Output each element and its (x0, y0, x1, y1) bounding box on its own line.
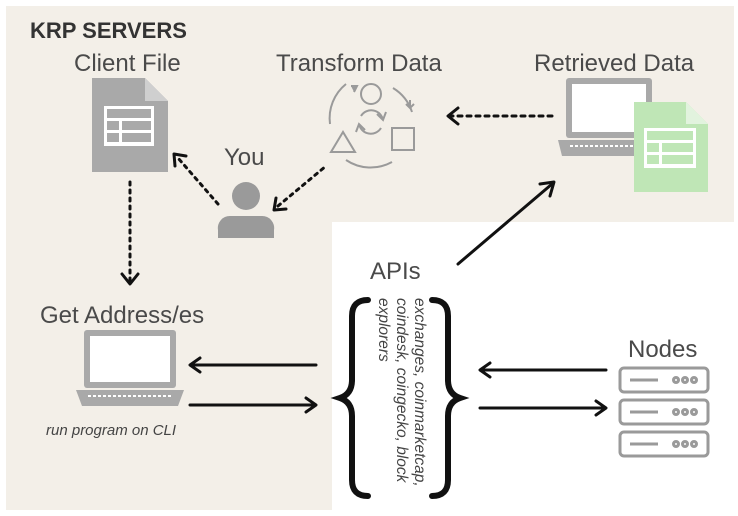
api-sources-line: coindesk, coingecko, block (393, 298, 410, 483)
client-file-label: Client File (74, 50, 181, 77)
client-file-icon (92, 78, 168, 172)
run-program-caption: run program on CLI (46, 422, 177, 439)
transform-data-label: Transform Data (276, 50, 442, 77)
get-address-label: Get Address/es (40, 302, 205, 329)
api-sources-line: exchanges, coinmarketcap, (411, 298, 428, 487)
arrow-user-to-transform (272, 164, 328, 212)
arrow-retrieved-to-transform (446, 106, 554, 126)
apis-brace (330, 297, 470, 499)
user-icon (217, 182, 275, 238)
arrow-apis-to-retrieved (456, 180, 556, 266)
arrow-client-to-address (120, 180, 140, 286)
api-sources-line: explorers (375, 298, 392, 362)
arrow-address-to-apis (188, 396, 318, 414)
api-sources-list: exchanges, coinmarketcap, coindesk, coin… (320, 298, 428, 498)
arrow-nodes-to-apis (478, 361, 608, 379)
you-label: You (224, 144, 265, 171)
krp-servers-region (6, 6, 734, 510)
apis-label: APIs (370, 258, 421, 285)
arrow-apis-to-nodes (478, 399, 608, 417)
transform-data-icon (328, 83, 415, 169)
retrieved-data-label: Retrieved Data (534, 50, 695, 77)
region-title: KRP SERVERS (30, 18, 187, 43)
arrow-user-to-client (172, 152, 220, 206)
arrow-apis-to-address (188, 356, 318, 374)
address-laptop-icon (76, 330, 184, 406)
retrieved-spreadsheet-icon (634, 102, 708, 192)
nodes-server-icon (618, 366, 710, 458)
nodes-label: Nodes (628, 336, 698, 363)
